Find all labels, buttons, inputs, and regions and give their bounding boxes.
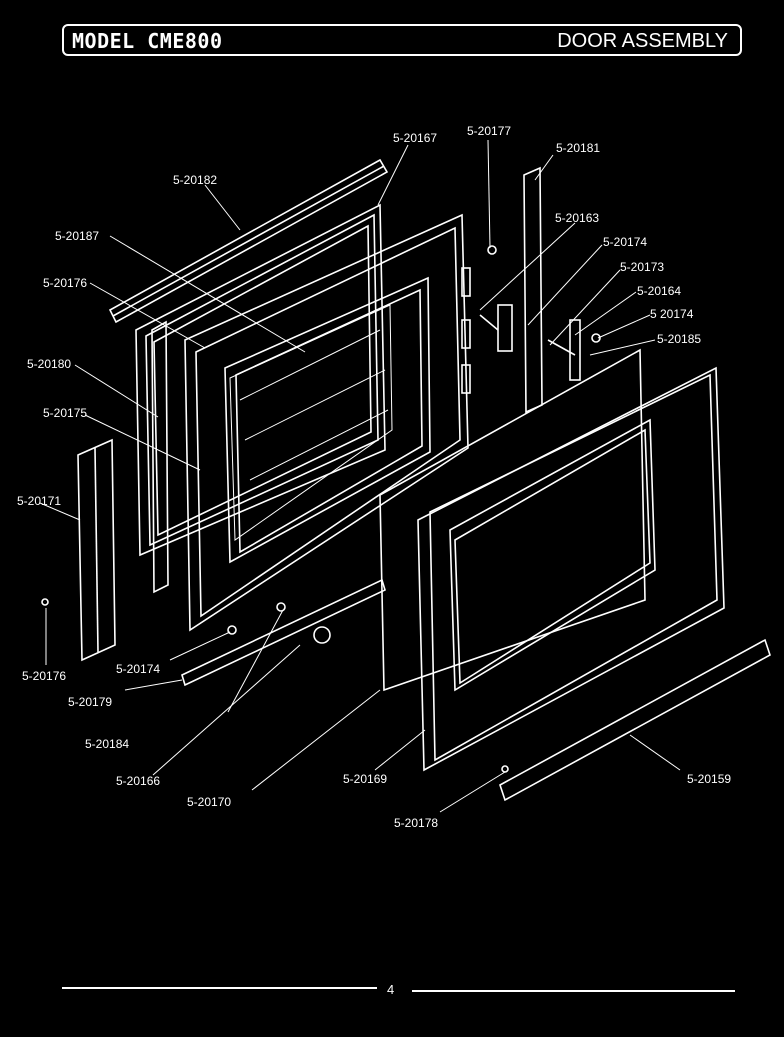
assembly-title: DOOR ASSEMBLY [557,30,728,52]
outer-door [417,366,725,772]
part-label-20181: 5-20181 [556,141,600,155]
part-label-20174c: 5-20174 [116,662,160,676]
panel-hinge-tabs [461,267,471,394]
outer-glass [379,348,646,692]
part-label-20178: 5-20178 [394,816,438,830]
part-label-20184: 5-20184 [85,737,129,751]
part-label-20174b: 5 20174 [650,307,694,321]
latch-part [479,304,513,352]
door-seal-frame [135,203,386,557]
part-label-20185: 5-20185 [657,332,701,346]
hinge-part [547,319,601,381]
part-label-20159: 5-20159 [687,772,731,786]
part-label-20171: 5-20171 [17,494,61,508]
pin-part [487,245,497,255]
choke-strip [151,320,169,594]
part-label-20163: 5-20163 [555,211,599,225]
leader-lines [39,139,681,813]
inner-door-panel [184,213,469,632]
hinge-bracket [77,438,116,662]
part-label-20166: 5-20166 [116,774,160,788]
footer-rule-right [412,990,735,992]
part-label-20176b: 5-20176 [22,669,66,683]
footer-rule-left [62,987,377,989]
part-label-20180: 5-20180 [27,357,71,371]
bottom-trim-strip [181,578,386,687]
model-title: MODEL CME800 [72,29,223,53]
part-label-20170: 5-20170 [187,795,231,809]
part-label-20167: 5-20167 [393,131,437,145]
part-label-20174a: 5-20174 [603,235,647,249]
screw-parts [41,598,509,773]
title-bar: MODEL CME800 DOOR ASSEMBLY [62,24,742,56]
part-label-20173: 5-20173 [620,260,664,274]
part-label-20176a: 5-20176 [43,276,87,290]
handle-bar [499,638,771,802]
page-number: 4 [387,982,395,997]
top-trim-strip [108,158,389,324]
part-label-20177: 5-20177 [467,124,511,138]
part-label-20182: 5-20182 [173,173,217,187]
part-label-20175: 5-20175 [43,406,87,420]
part-label-20179: 5-20179 [68,695,112,709]
part-label-20164: 5-20164 [637,284,681,298]
part-label-20187: 5-20187 [55,229,99,243]
vertical-support-bar [523,166,543,414]
mesh-screen [229,304,393,541]
part-label-20169: 5-20169 [343,772,387,786]
